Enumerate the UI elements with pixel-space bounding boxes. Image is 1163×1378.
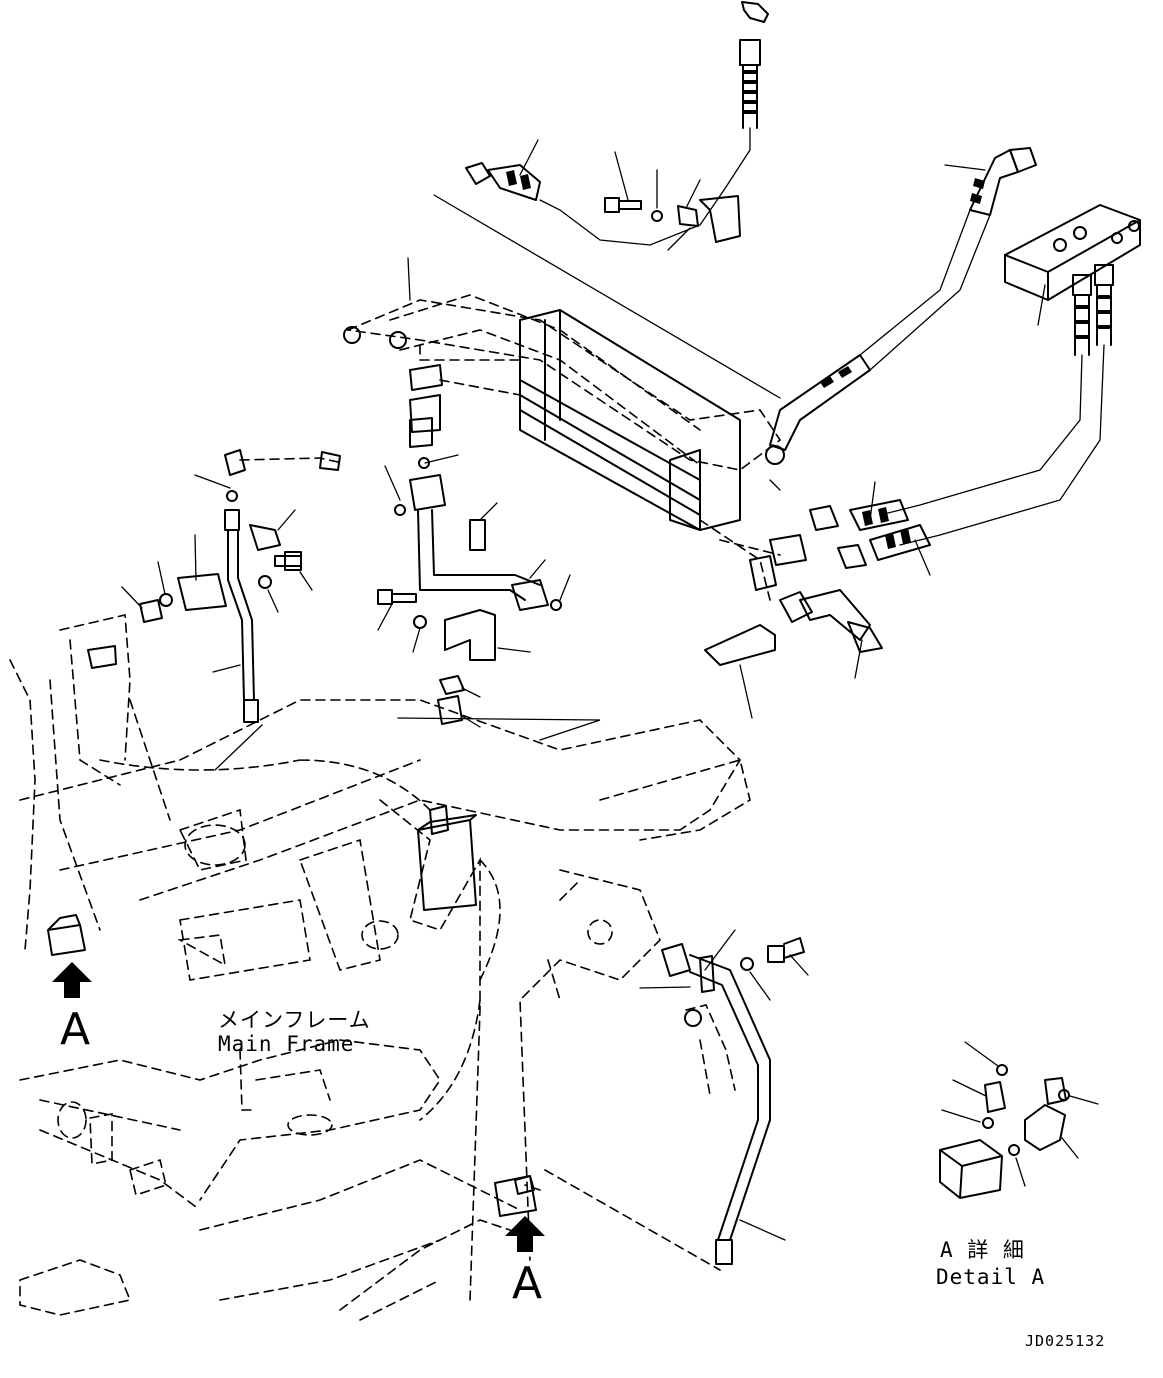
view-arrows	[47, 914, 545, 1252]
lower-right-pipe	[639, 929, 809, 1265]
up-arrow-icon	[52, 962, 92, 998]
main-frame-label-jp: メインフレーム	[218, 1008, 371, 1032]
view-marker-left: A	[60, 1004, 91, 1055]
drawing-code: JD025132	[1025, 1332, 1106, 1350]
cooler-block	[343, 257, 807, 601]
detail-a-label-jp: A 詳 細	[940, 1238, 1025, 1262]
main-frame-outline	[9, 659, 751, 1321]
right-valve-assembly	[704, 147, 1141, 719]
view-marker-center: A	[512, 1258, 543, 1309]
up-arrow-icon	[505, 1216, 545, 1252]
center-pipe-bracket	[377, 454, 601, 741]
detail-a-drawing	[939, 1041, 1099, 1199]
left-pipe-assembly	[59, 449, 341, 786]
detail-a-label-en: Detail A	[936, 1265, 1046, 1289]
top-hose-assembly	[433, 1, 781, 399]
main-frame-label-en: Main Frame	[218, 1032, 355, 1056]
